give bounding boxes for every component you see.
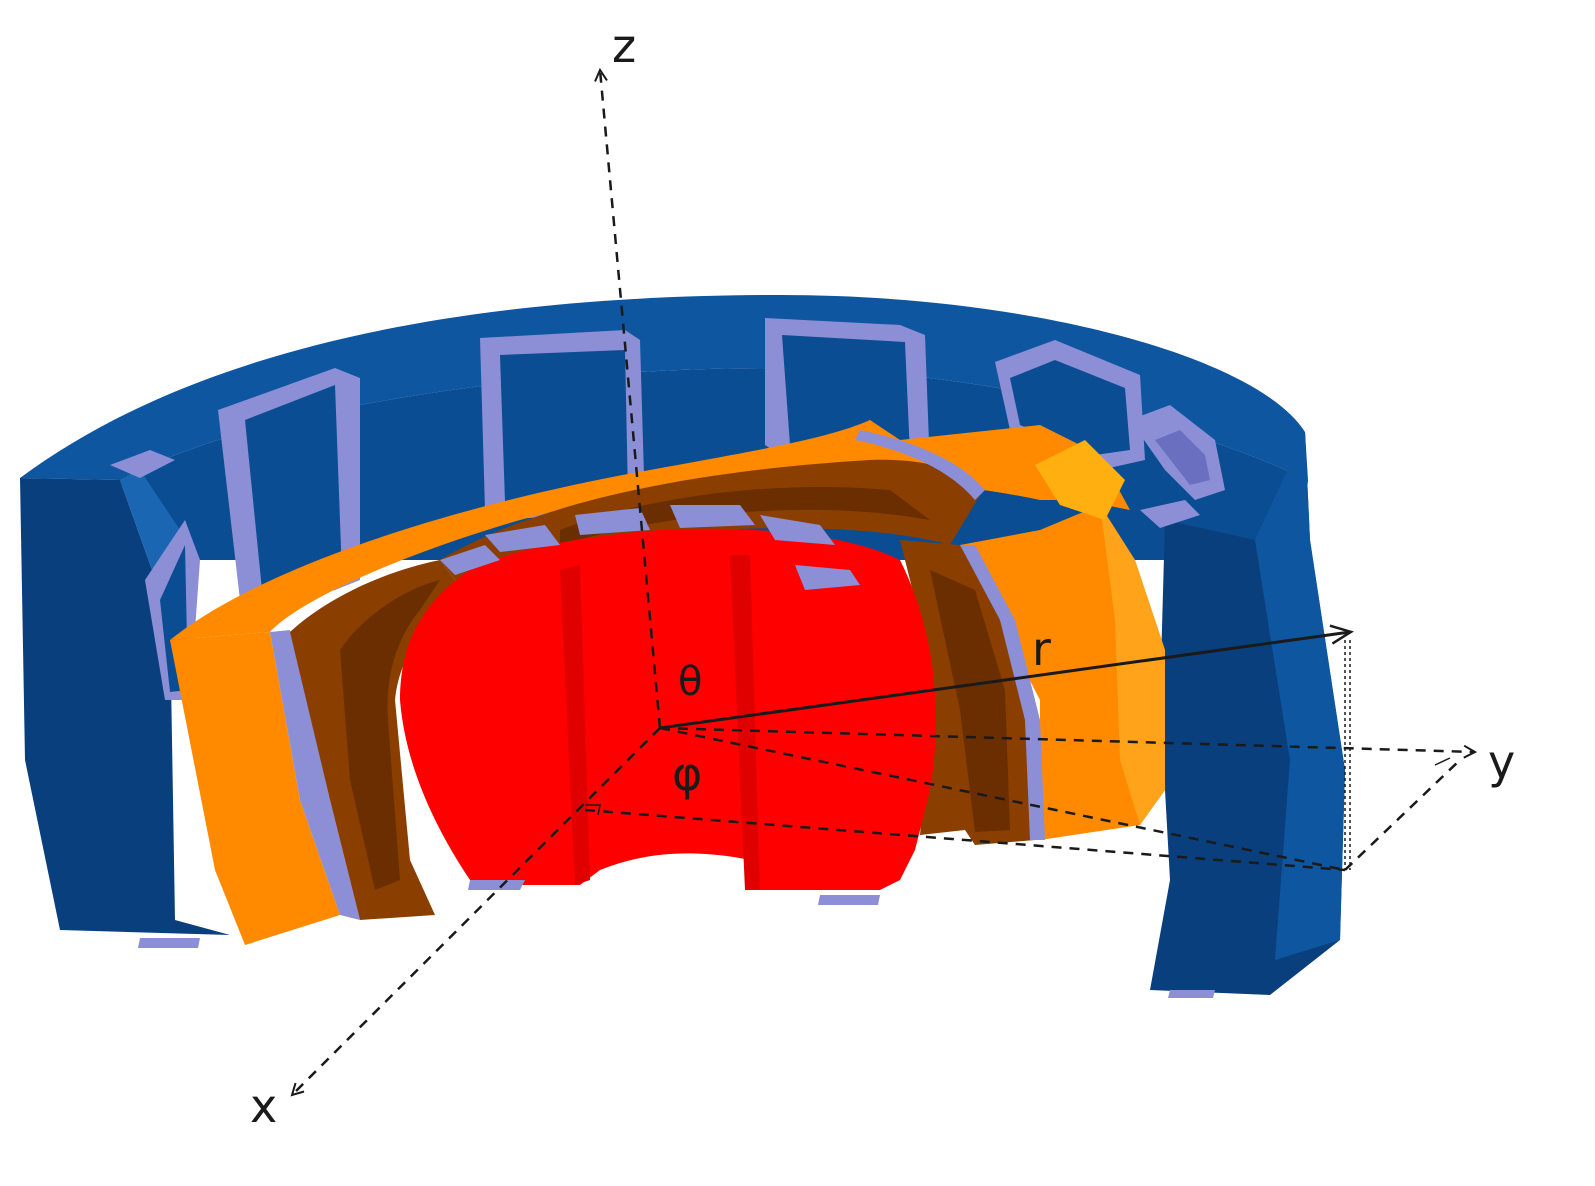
coil	[440, 545, 500, 575]
coil	[485, 525, 560, 552]
coil	[670, 505, 755, 528]
r-vector	[659, 632, 1350, 730]
stator-top-rim	[20, 295, 1308, 480]
label-y: y	[1488, 735, 1515, 789]
x-axis	[292, 727, 661, 1095]
stator-left-block	[20, 478, 230, 935]
coil	[1140, 500, 1200, 528]
coil	[110, 450, 175, 478]
coil	[760, 515, 835, 545]
rotor-core	[138, 505, 1215, 998]
red-core	[400, 528, 936, 890]
stator-teeth	[110, 318, 1225, 700]
label-z: z	[612, 19, 636, 73]
z-axis	[600, 70, 662, 729]
y-axis	[659, 726, 1475, 752]
label-theta: θ	[678, 659, 702, 705]
coil	[795, 565, 860, 590]
label-phi: φ	[672, 747, 702, 801]
coil	[575, 508, 650, 535]
label-r: r	[1032, 622, 1051, 676]
rotor-front-left	[170, 632, 340, 945]
coordinate-axes	[292, 70, 1475, 1095]
label-x: x	[250, 1079, 277, 1133]
axis-labels: z y x r θ φ	[250, 19, 1515, 1133]
